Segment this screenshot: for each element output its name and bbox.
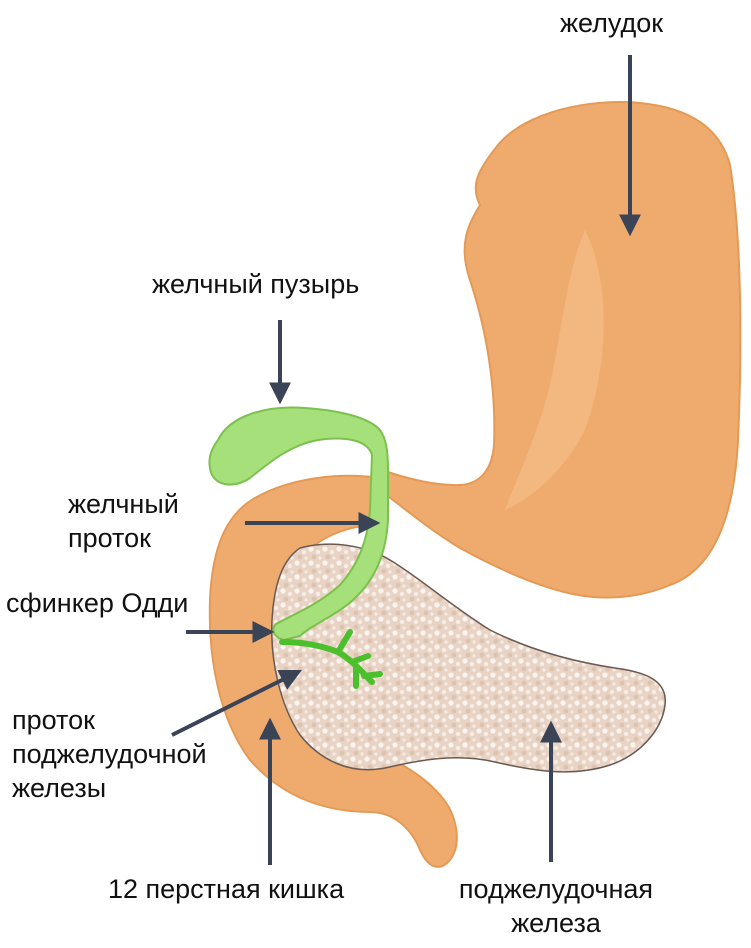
pancreas-label-line-2: железа [440, 906, 672, 940]
bile-duct-label: желчный проток [68, 487, 179, 555]
oddi-sphincter-label: сфинкер Одди [6, 586, 188, 620]
pancreas-label: поджелудочная железа [440, 872, 672, 940]
pancreatic-duct-label-line-3: железы [12, 771, 207, 805]
gallbladder-label: желчный пузырь [152, 267, 359, 301]
pancreatic-duct-label: проток поджелудочной железы [12, 703, 207, 805]
pancreas-label-line-1: поджелудочная [440, 872, 672, 906]
bile-duct-label-line-2: проток [68, 521, 179, 555]
duodenum-label: 12 перстная кишка [108, 872, 344, 906]
bile-duct-label-line-1: желчный [68, 487, 179, 521]
stomach-label: желудок [560, 6, 663, 40]
pancreatic-duct-label-line-2: поджелудочной [12, 737, 207, 771]
pancreatic-duct-label-line-1: проток [12, 703, 207, 737]
